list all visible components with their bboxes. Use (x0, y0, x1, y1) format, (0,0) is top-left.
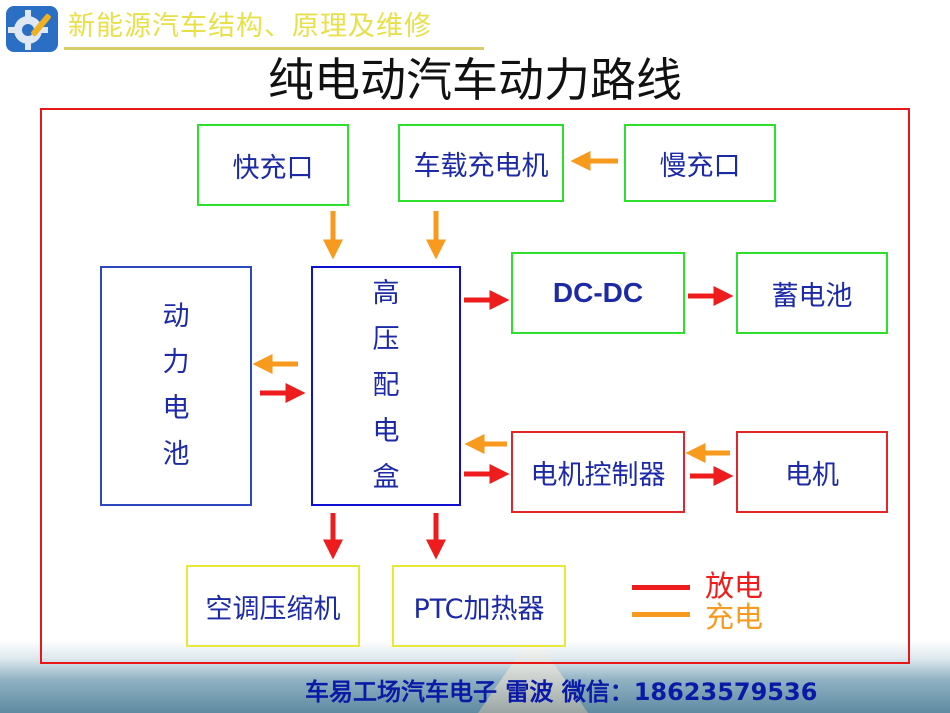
ac-compressor-label: 空调压缩机 (205, 593, 341, 625)
pdu-char: 压 (372, 324, 400, 355)
fast-charge-port-label: 快充口 (232, 152, 314, 184)
slow-charge-port-box: 慢充口 (624, 124, 776, 202)
motor-controller-box: 电机控制器 (511, 431, 685, 513)
page-title: 纯电动汽车动力路线 (268, 53, 682, 107)
dc-dc-converter-box: DC-DC (511, 252, 685, 334)
footer-sea-background (0, 640, 950, 713)
legend-discharge-line (632, 585, 690, 590)
aux-battery-label: 蓄电池 (771, 280, 853, 312)
ac-compressor-box: 空调压缩机 (186, 565, 360, 647)
motor-box: 电机 (736, 431, 888, 513)
power-battery-box: 动 力 电 池 (100, 266, 252, 506)
fast-charge-port-box: 快充口 (197, 124, 349, 206)
power-battery-char: 力 (162, 347, 190, 378)
legend-discharge-label: 放电 (705, 569, 764, 603)
gear-logo-icon (4, 4, 60, 54)
pdu-char: 高 (372, 278, 400, 309)
header-divider (64, 47, 484, 50)
dc-dc-label: DC-DC (552, 277, 644, 308)
header-title: 新能源汽车结构、原理及维修 (68, 11, 432, 42)
power-battery-char: 池 (162, 439, 190, 470)
pdu-char: 电 (372, 416, 400, 447)
high-voltage-distribution-box: 高 压 配 电 盒 (311, 266, 461, 506)
onboard-charger-label: 车载充电机 (413, 150, 549, 182)
motor-label: 电机 (785, 459, 839, 491)
legend-charge-line (632, 612, 690, 617)
power-battery-char: 电 (162, 393, 190, 424)
onboard-charger-box: 车载充电机 (398, 124, 564, 202)
legend-charge-label: 充电 (705, 600, 764, 634)
slow-charge-port-label: 慢充口 (659, 150, 741, 182)
motor-controller-label: 电机控制器 (530, 459, 666, 491)
ptc-heater-label: PTC加热器 (413, 593, 545, 625)
footer-credit: 车易工场汽车电子 雷波 微信：18623579536 (305, 678, 818, 706)
power-battery-char: 动 (162, 301, 190, 332)
diagram-frame (40, 108, 910, 664)
pdu-char: 盒 (372, 462, 400, 493)
aux-battery-box: 蓄电池 (736, 252, 888, 334)
pdu-char: 配 (372, 370, 400, 401)
ptc-heater-box: PTC加热器 (392, 565, 566, 647)
